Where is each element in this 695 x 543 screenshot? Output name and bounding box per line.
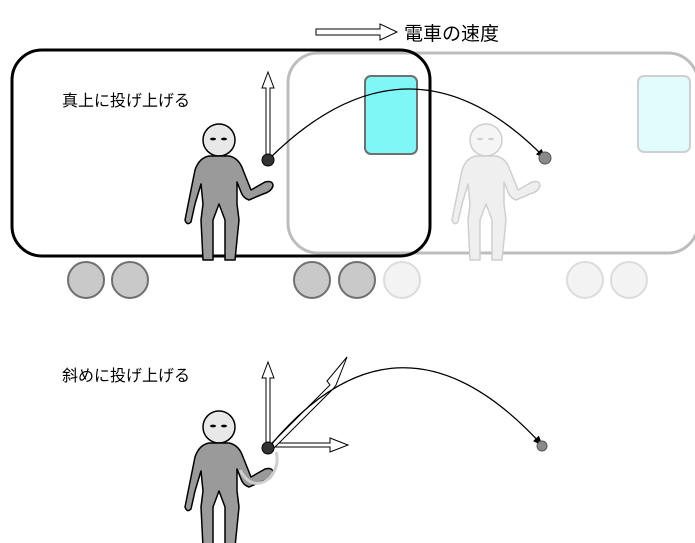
train-velocity-label: 電車の速度 [404,23,499,45]
person-icon [184,410,274,543]
ball-icon-landing [538,151,552,165]
velocity-arrow-icon [261,70,275,159]
scene-oblique-throw: 斜めに投げ上げる [62,356,548,543]
ball-icon [261,153,275,167]
scene-oblique-label: 斜めに投げ上げる [62,366,190,385]
wheel [566,261,604,299]
train-window-moved [637,75,691,153]
velocity-arrow-icon [269,437,350,453]
train-car [10,48,432,299]
velocity-arrow-icon [261,360,275,446]
ball-icon [261,441,275,455]
ball-trajectory [269,88,546,159]
train-window [364,75,418,155]
wheel [111,261,149,299]
train-velocity-legend: 電車の速度 [315,23,499,45]
scene-vertical-throw: 真上に投げ上げる [62,70,552,261]
person-icon-faded [451,123,541,261]
ball-icon-landing [536,440,548,452]
train-velocity-arrow-icon [315,23,399,41]
train-car-moved [286,51,695,299]
wheel [293,261,331,299]
wheel [67,261,105,299]
wheel [610,261,648,299]
person-icon [184,123,274,261]
scene-vertical-label: 真上に投げ上げる [62,91,190,110]
wheel [383,261,421,299]
swing-arc [238,451,279,485]
wheel [338,261,376,299]
ball-trajectory [269,367,543,447]
velocity-arrow-icon [267,356,348,452]
